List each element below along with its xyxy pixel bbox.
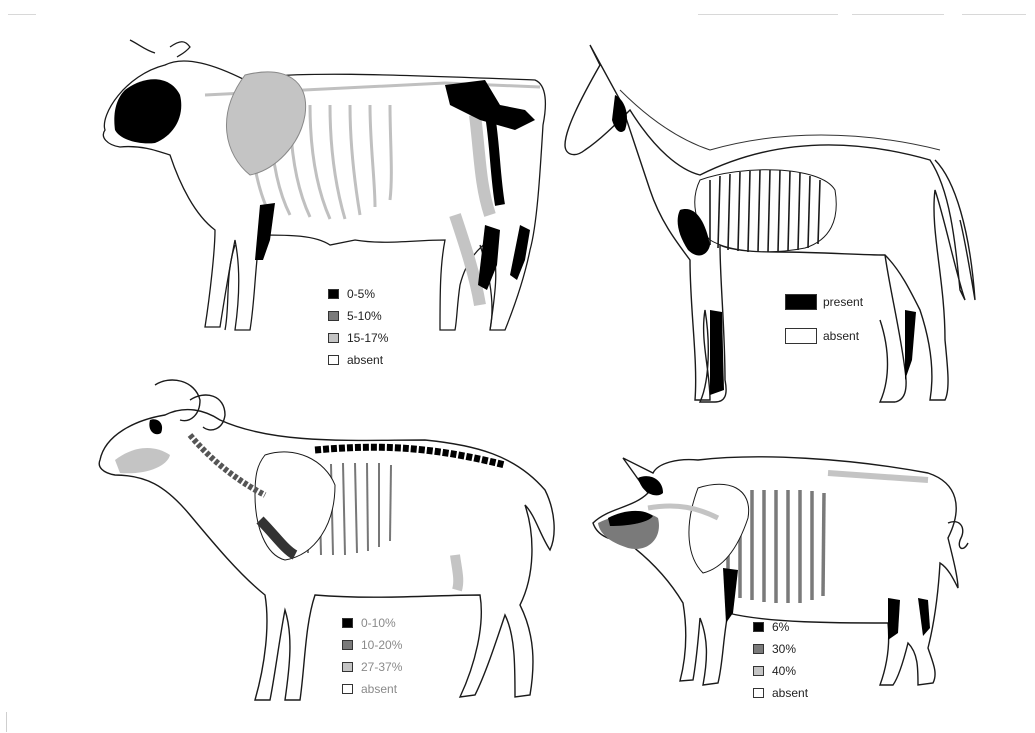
legend-label: absent bbox=[347, 353, 383, 367]
legend-label: 0-10% bbox=[361, 616, 396, 630]
pig-legend: 6% 30% 40% absent bbox=[753, 616, 808, 704]
sheep-skeleton-illustration bbox=[95, 375, 570, 715]
pig-legend-item: 40% bbox=[753, 660, 808, 682]
horse-legend-item: present bbox=[785, 285, 863, 319]
sheep-legend-item: 27-37% bbox=[342, 656, 402, 678]
legend-swatch-black bbox=[785, 294, 817, 310]
legend-swatch-black bbox=[753, 622, 764, 632]
legend-label: 6% bbox=[772, 620, 789, 634]
top-rule-1 bbox=[698, 14, 838, 15]
legend-label: 5-10% bbox=[347, 309, 382, 323]
legend-label: 30% bbox=[772, 642, 796, 656]
legend-label: absent bbox=[772, 686, 808, 700]
sheep-legend-item: 0-10% bbox=[342, 612, 402, 634]
cow-legend-item: 15-17% bbox=[328, 327, 388, 349]
legend-label: absent bbox=[361, 682, 397, 696]
cow-legend-item: 5-10% bbox=[328, 305, 388, 327]
legend-swatch-black bbox=[328, 289, 339, 299]
pig-legend-item: 30% bbox=[753, 638, 808, 660]
horse-legend: present absent bbox=[785, 285, 863, 353]
cow-legend-item: absent bbox=[328, 349, 388, 371]
legend-swatch-black bbox=[342, 618, 353, 628]
legend-swatch-absent bbox=[785, 328, 817, 344]
legend-swatch-absent bbox=[753, 688, 764, 698]
top-rule-3 bbox=[962, 14, 1026, 15]
legend-label: 15-17% bbox=[347, 331, 388, 345]
legend-swatch-dark-grey bbox=[753, 644, 764, 654]
legend-swatch-light-grey bbox=[328, 333, 339, 343]
legend-label: 27-37% bbox=[361, 660, 402, 674]
cow-legend: 0-5% 5-10% 15-17% absent bbox=[328, 283, 388, 371]
legend-label: 40% bbox=[772, 664, 796, 678]
pig-panel: 6% 30% 40% absent bbox=[588, 448, 973, 703]
legend-swatch-absent bbox=[328, 355, 339, 365]
horse-panel: present absent bbox=[560, 40, 990, 415]
sheep-legend-item: absent bbox=[342, 678, 402, 700]
legend-swatch-light-grey bbox=[342, 662, 353, 672]
horse-skeleton-illustration bbox=[560, 40, 990, 415]
legend-label: absent bbox=[823, 329, 859, 343]
legend-label: 0-5% bbox=[347, 287, 375, 301]
sheep-legend-item: 10-20% bbox=[342, 634, 402, 656]
legend-swatch-dark-grey bbox=[328, 311, 339, 321]
cow-panel: 0-5% 5-10% 15-17% absent bbox=[85, 35, 560, 355]
cow-skeleton-illustration bbox=[85, 35, 560, 355]
horse-legend-item: absent bbox=[785, 319, 863, 353]
sheep-legend: 0-10% 10-20% 27-37% absent bbox=[342, 612, 402, 700]
legend-swatch-light-grey bbox=[753, 666, 764, 676]
top-left-rule bbox=[8, 14, 36, 15]
cow-legend-item: 0-5% bbox=[328, 283, 388, 305]
pig-legend-item: absent bbox=[753, 682, 808, 704]
legend-label: present bbox=[823, 295, 863, 309]
legend-label: 10-20% bbox=[361, 638, 402, 652]
top-rule-2 bbox=[852, 14, 944, 15]
legend-swatch-dark-grey bbox=[342, 640, 353, 650]
legend-swatch-absent bbox=[342, 684, 353, 694]
pig-legend-item: 6% bbox=[753, 616, 808, 638]
bottom-left-tick bbox=[6, 712, 7, 732]
sheep-panel: 0-10% 10-20% 27-37% absent bbox=[95, 375, 570, 715]
